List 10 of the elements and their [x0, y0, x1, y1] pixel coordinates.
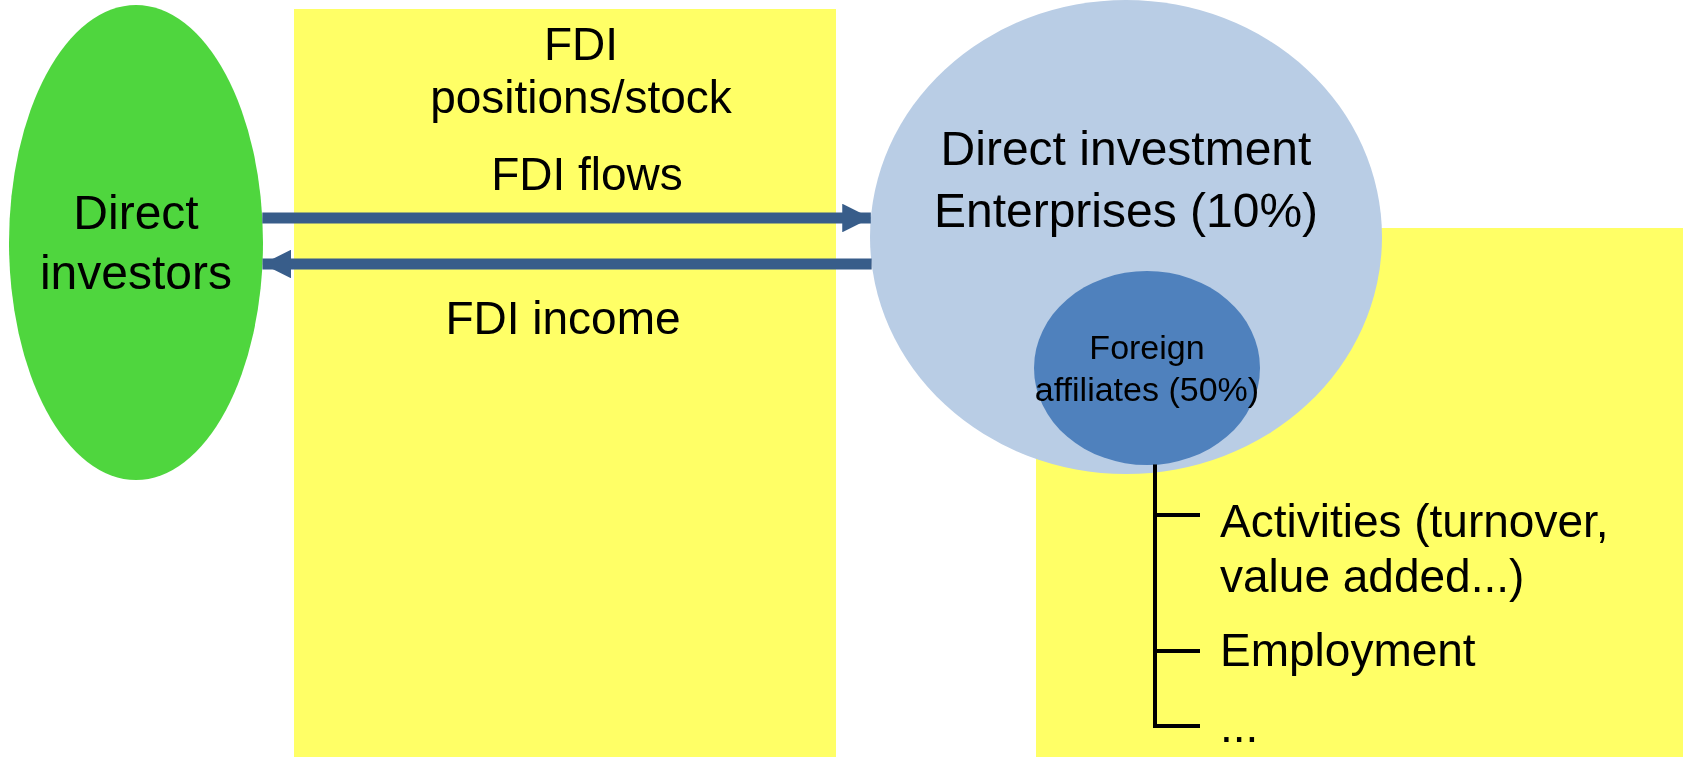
arrow — [262, 203, 871, 233]
node-label: Foreign affiliates (50%) — [1034, 326, 1260, 410]
arrow — [262, 249, 872, 279]
list-item: Activities (turnover, value added...) — [1220, 493, 1610, 604]
connector-line — [1153, 464, 1200, 728]
node-label: Direct investment Enterprises (10%) — [932, 121, 1320, 240]
list-item: Employment — [1220, 623, 1476, 679]
node-label: Direct investors — [38, 184, 234, 301]
text-label: FDI positions/stock — [429, 18, 733, 124]
list-item: ... — [1220, 699, 1259, 755]
